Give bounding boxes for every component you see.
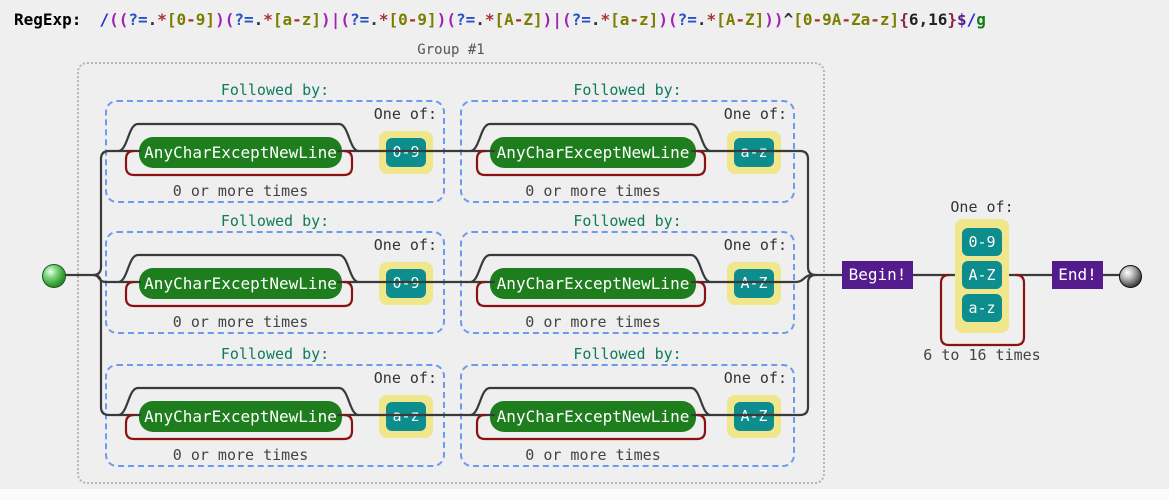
end-point-icon — [1119, 265, 1142, 288]
any-char-node: AnyCharExceptNewLine — [139, 401, 342, 432]
any-char-node: AnyCharExceptNewLine — [490, 137, 696, 168]
any-char-node: AnyCharExceptNewLine — [139, 137, 342, 168]
regexp-tokens: /((?=.*[0-9])(?=.*[a-z])|(?=.*[0-9])(?=.… — [99, 10, 986, 29]
lookahead-box: Followed by: AnyCharExceptNewLine A-Z On… — [460, 345, 795, 467]
start-point-icon — [42, 264, 66, 288]
one-of-label: One of: — [950, 198, 1014, 216]
regexp-display: RegExp: /((?=.*[0-9])(?=.*[a-z])|(?=.*[0-… — [14, 10, 986, 29]
lookahead-box: Followed by: AnyCharExceptNewLine a-z On… — [460, 81, 795, 203]
char-class-node: a-z — [734, 138, 774, 167]
end-anchor-node: End! — [1052, 261, 1103, 289]
any-char-node: AnyCharExceptNewLine — [490, 268, 696, 299]
regexp-label: RegExp: — [14, 10, 82, 29]
bottom-strip — [0, 489, 1169, 500]
char-class-node: 0-9 — [386, 138, 426, 167]
followed-by-label: Followed by: — [220, 345, 330, 363]
char-class-node: a-z — [962, 294, 1002, 322]
char-class-node: A-Z — [734, 269, 774, 298]
repeat-label: 0 or more times — [172, 446, 309, 464]
followed-by-label: Followed by: — [220, 81, 330, 99]
one-of-label: One of: — [723, 236, 787, 254]
followed-by-label: Followed by: — [573, 81, 682, 99]
group-container — [77, 62, 825, 484]
repeat-label: 0 or more times — [172, 313, 309, 331]
lookahead-box: Followed by: AnyCharExceptNewLine 0-9 On… — [105, 212, 445, 334]
begin-anchor-node: Begin! — [842, 261, 913, 289]
one-of-label: One of: — [373, 236, 437, 254]
char-class-node: a-z — [386, 402, 426, 431]
one-of-label: One of: — [373, 369, 437, 387]
one-of-label: One of: — [723, 105, 787, 123]
char-class-node: A-Z — [962, 261, 1002, 289]
followed-by-label: Followed by: — [573, 212, 682, 230]
any-char-node: AnyCharExceptNewLine — [139, 268, 342, 299]
group-label: Group #1 — [417, 42, 485, 58]
one-of-label: One of: — [723, 369, 787, 387]
followed-by-label: Followed by: — [573, 345, 682, 363]
repeat-label: 0 or more times — [525, 313, 661, 331]
repeat-label: 6 to 16 times — [923, 346, 1041, 364]
lookahead-box: Followed by: AnyCharExceptNewLine 0-9 On… — [105, 81, 445, 203]
repeat-label: 0 or more times — [172, 182, 309, 200]
any-char-node: AnyCharExceptNewLine — [490, 401, 696, 432]
repeat-label: 0 or more times — [525, 182, 661, 200]
char-class-node: 0-9 — [962, 228, 1002, 256]
repeat-label: 0 or more times — [525, 446, 661, 464]
one-of-label: One of: — [373, 105, 437, 123]
followed-by-label: Followed by: — [220, 212, 330, 230]
